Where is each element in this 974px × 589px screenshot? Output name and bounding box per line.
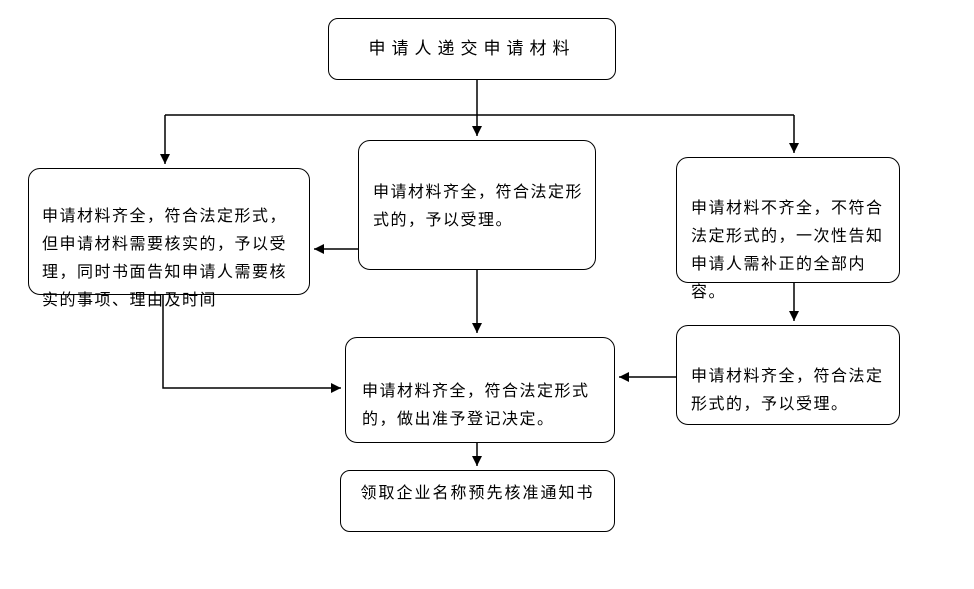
- flow-node-middle-accept-label: 申请材料齐全，符合法定形 式的，予以受理。: [373, 184, 584, 229]
- flow-node-right-accept-label: 申请材料齐全，符合法定 形式的，予以受理。: [691, 368, 884, 413]
- flow-node-right-incomplete: 申请材料不齐全，不符合 法定形式的，一次性告知 申请人需补正的全部内 容。: [676, 157, 900, 301]
- flow-node-decision: 申请材料齐全，符合法定形式 的，做出准予登记决定。: [345, 337, 615, 443]
- flow-node-middle-accept: 申请材料齐全，符合法定形 式的，予以受理。: [358, 140, 596, 270]
- flow-node-right-incomplete-label: 申请材料不齐全，不符合 法定形式的，一次性告知 申请人需补正的全部内 容。: [691, 200, 884, 301]
- flow-node-right-accept: 申请材料齐全，符合法定 形式的，予以受理。: [676, 325, 900, 425]
- flow-node-left-verify: 申请材料齐全，符合法定形式， 但申请材料需要核实的，予以受 理，同时书面告知申请…: [28, 168, 310, 309]
- flow-node-start: 申请人递交申请材料: [328, 18, 616, 80]
- flow-node-decision-label: 申请材料齐全，符合法定形式 的，做出准予登记决定。: [362, 383, 590, 428]
- edge-left-verify-to-decision: [162, 295, 341, 393]
- flow-node-start-label: 申请人递交申请材料: [368, 39, 576, 58]
- flow-node-end: 领取企业名称预先核准通知书: [340, 470, 615, 532]
- flow-node-left-verify-label: 申请材料齐全，符合法定形式， 但申请材料需要核实的，予以受 理，同时书面告知申请…: [42, 208, 288, 309]
- flow-node-end-label: 领取企业名称预先核准通知书: [360, 485, 595, 502]
